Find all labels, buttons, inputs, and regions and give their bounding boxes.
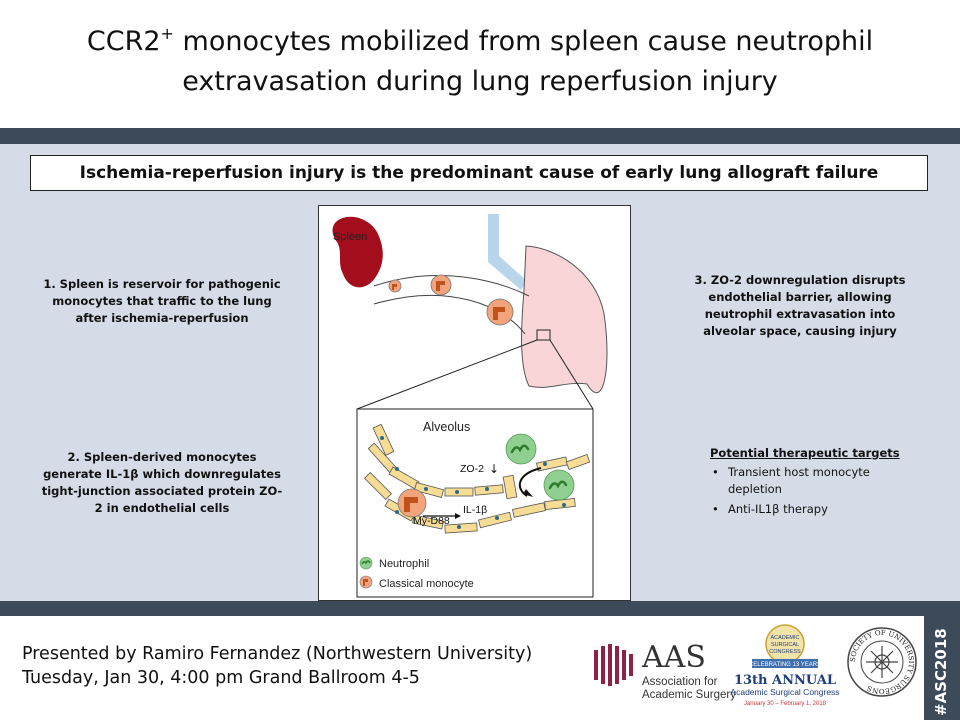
sus-seal: SOCIETY OF UNIVERSITY SURGEONS xyxy=(846,626,918,698)
aas-name: Association for Academic Surgery xyxy=(642,676,736,701)
monocyte-large xyxy=(486,298,514,326)
down-arrow-icon: ↓ xyxy=(489,462,499,476)
therapy-title: Potential therapeutic targets xyxy=(710,446,900,460)
legend-neutrophil-label: Neutrophil xyxy=(379,558,429,570)
vessel-lower xyxy=(373,294,526,335)
svg-text:CELEBRATING 13 YEARS: CELEBRATING 13 YEARS xyxy=(749,662,821,668)
therapy-item: Anti-IL1β therapy xyxy=(710,501,900,518)
inset-neutrophil-lower xyxy=(543,469,575,501)
session-line: Tuesday, Jan 30, 4:00 pm Grand Ballroom … xyxy=(22,668,420,688)
myd88-label: My-D88 xyxy=(413,515,450,527)
aas-logo-mark xyxy=(594,644,634,686)
spleen xyxy=(332,216,383,288)
monocyte-small xyxy=(388,279,402,293)
zoom-region xyxy=(536,329,551,341)
inset-neutrophil-upper xyxy=(505,433,537,465)
inset-monocyte xyxy=(397,488,427,518)
svg-text:ACADEMIC: ACADEMIC xyxy=(770,635,799,641)
svg-text:CONGRESS: CONGRESS xyxy=(769,649,801,655)
svg-text:13th ANNUAL: 13th ANNUAL xyxy=(734,673,836,688)
note-3: 3. ZO-2 downregulation disrupts endothel… xyxy=(694,273,906,338)
asc-logo: ACADEMIC SURGICAL CONGRESS CELEBRATING 1… xyxy=(730,622,840,716)
mechanism-diagram: Spleen Alveolus xyxy=(318,205,631,601)
monocyte-medium xyxy=(430,274,452,296)
page-title: CCR2+ monocytes mobilized from spleen ca… xyxy=(0,22,960,102)
spleen-label: Spleen xyxy=(333,231,367,243)
legend-monocyte-icon xyxy=(359,575,373,589)
diagram-svg: Spleen Alveolus xyxy=(332,214,608,598)
title-line-2: extravasation during lung reperfusion in… xyxy=(182,66,778,97)
title-line-1: CCR2+ monocytes mobilized from spleen ca… xyxy=(86,24,874,58)
lung xyxy=(521,245,608,394)
presenter-line: Presented by Ramiro Fernandez (Northwest… xyxy=(22,644,533,664)
legend-neutrophil-icon xyxy=(359,556,373,570)
therapeutic-targets: Potential therapeutic targets Transient … xyxy=(710,446,900,518)
trachea xyxy=(488,214,527,290)
hashtag-label: #ASC2018 xyxy=(932,628,950,716)
zo2-label: ZO-2 xyxy=(460,463,484,475)
legend-monocyte-label: Classical monocyte xyxy=(379,578,474,590)
note-2: 2. Spleen-derived monocytes generate IL-… xyxy=(41,450,283,515)
alveolus-label: Alveolus xyxy=(423,420,470,434)
headline-box: Ischemia-reperfusion injury is the predo… xyxy=(30,155,928,191)
svg-text:January 30 – February 1, 2018: January 30 – February 1, 2018 xyxy=(744,701,827,707)
svg-text:Academic Surgical Congress: Academic Surgical Congress xyxy=(730,687,839,697)
svg-text:SURGICAL: SURGICAL xyxy=(771,642,799,648)
note-1: 1. Spleen is reservoir for pathogenic mo… xyxy=(43,277,281,325)
top-band xyxy=(0,128,960,144)
aas-abbr: AAS xyxy=(642,640,706,675)
il1b-label: IL-1β xyxy=(463,504,487,516)
bottom-band xyxy=(0,601,960,616)
hashtag-bar xyxy=(924,616,960,720)
